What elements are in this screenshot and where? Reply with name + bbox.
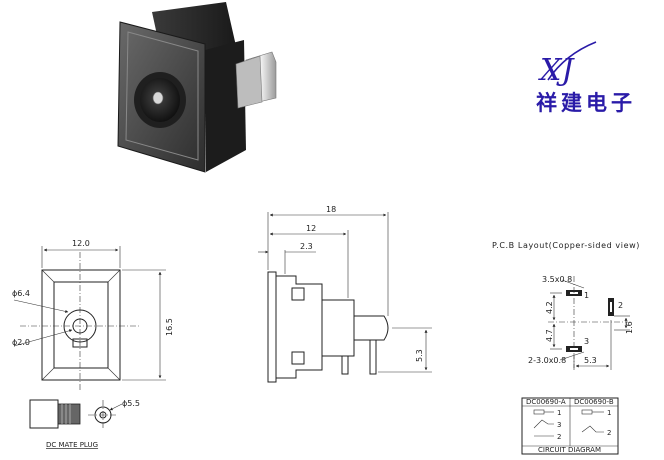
front-view-drawing: 12.0 16.5 ϕ6.4 ϕ2.0 [12,239,174,392]
front-outer-dia-label: ϕ6.4 [12,289,30,298]
plug-drawing: ϕ5.5 DC MATE PLUG [29,399,140,449]
product-render [117,2,277,173]
jack-body-side [205,40,246,172]
pcb-layout-title: P.C.B Layout(Copper-sided view) [492,241,640,250]
side-flange-label: 2.3 [300,242,313,251]
front-height-label: 16.5 [165,318,174,336]
circuit-b-pin-1: 1 [607,409,611,417]
circuit-col-a: DC00690-A [526,398,566,406]
logo-latin: XJ [538,53,575,88]
front-pin-dia-label: ϕ2.0 [12,338,30,347]
side-body [276,275,323,379]
circuit-a-pin-3: 3 [557,421,561,429]
pcb-bottom-slot-label: 2-3.0x0.8 [528,356,566,365]
circuit-diagram: DC00690-A DC00690-B 1 3 2 1 2 CIRCUIT DI… [521,397,619,455]
circuit-b-pin-2: 2 [607,429,611,437]
logo-swoosh [547,41,597,81]
circuit-a-pin-2: 2 [557,433,561,441]
jack-tab-rear [235,55,263,109]
pcb-pin2: 2 [618,301,623,310]
pcb-top-slot-label: 3.5x0.8 [542,275,572,284]
pcb-vert-a-label: 4.2 [545,301,554,314]
plug-body [29,399,59,429]
front-width-label: 12.0 [72,239,90,248]
pcb-pin3: 3 [584,337,589,346]
jack-face-bevel [125,31,199,161]
circuit-col-b: DC00690-B [574,398,614,406]
pcb-layout-drawing: P.C.B Layout(Copper-sided view) 4.2 4.7 … [492,241,640,370]
plug-label: DC MATE PLUG [46,441,98,449]
pcb-pin1: 1 [584,291,589,300]
side-rear-pin [354,315,389,341]
side-pin-offset-label: 5.3 [415,349,424,362]
logo-chinese: 祥建电子 [536,90,636,115]
front-outline [41,269,121,381]
side-rear-block [321,299,355,357]
jack-center-pin [152,91,164,105]
circuit-footer: CIRCUIT DIAGRAM [538,446,601,454]
circuit-a-pin-1: 1 [557,409,561,417]
side-view-drawing: 18 12 2.3 5.3 [258,205,432,383]
side-overall-label: 18 [326,205,336,214]
plug-dia-label: ϕ5.5 [122,399,140,408]
front-bevel [53,281,109,369]
pcb-vert-b-label: 4.7 [545,329,554,342]
front-key-slot [72,338,88,348]
side-flange [267,271,277,383]
side-body-label: 12 [306,224,316,233]
plug-barrel [57,403,81,425]
pcb-bottom-label: 5.3 [584,356,597,365]
company-logo: XJ 祥建电子 [536,41,636,115]
pcb-right-a-label: 1.6 [625,321,634,334]
